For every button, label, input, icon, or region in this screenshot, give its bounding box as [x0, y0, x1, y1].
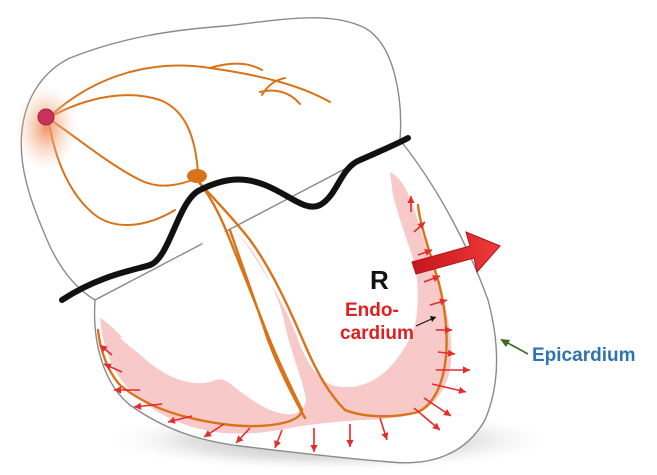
epicardium-pointer	[506, 342, 528, 354]
sa-node	[38, 109, 54, 125]
r-label: R	[370, 265, 389, 295]
endocardium-label-line1: Endo-	[345, 300, 399, 321]
endocardium-label-line2: cardium	[340, 323, 414, 344]
sa-node-glow	[16, 86, 76, 170]
epicardium-label: Epicardium	[532, 345, 635, 366]
